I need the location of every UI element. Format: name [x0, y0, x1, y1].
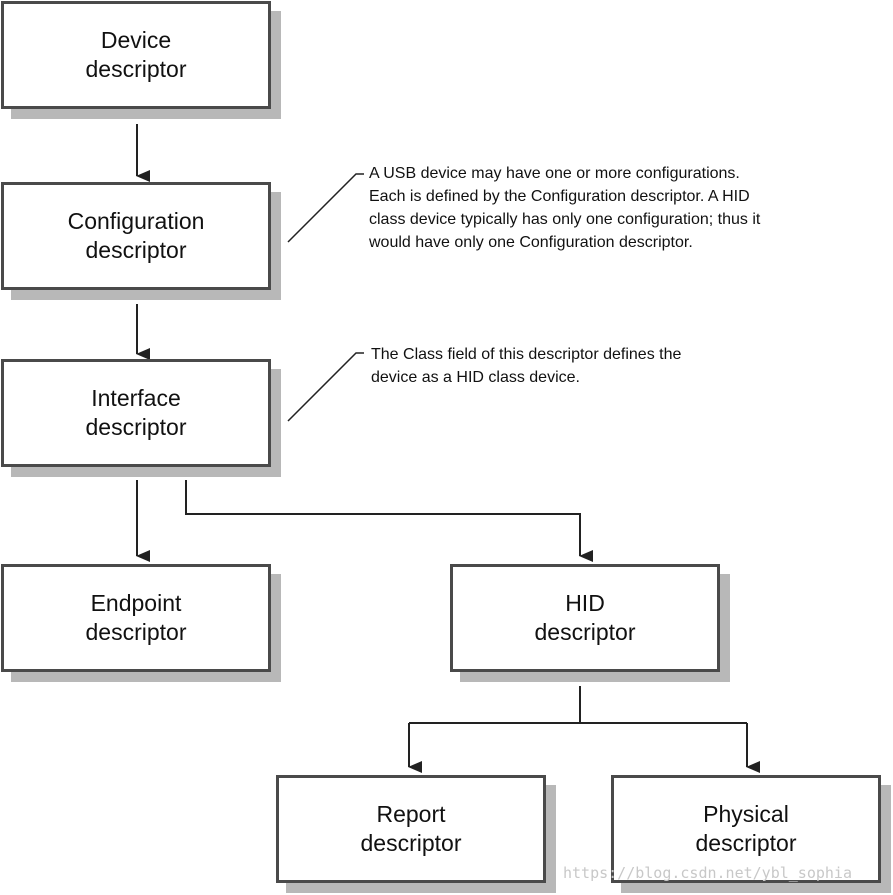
node-label-line2: descriptor — [85, 56, 187, 82]
hid-descriptor-node: HID descriptor — [450, 564, 720, 672]
node-label-line2: descriptor — [360, 830, 462, 856]
interface-note: The Class field of this descriptor defin… — [371, 343, 681, 389]
configuration-note: A USB device may have one or more config… — [369, 162, 760, 254]
note-line: The Class field of this descriptor defin… — [371, 346, 682, 363]
watermark-text: https://blog.csdn.net/ybl_sophia — [563, 864, 852, 882]
note-line: Each is defined by the Configuration des… — [369, 188, 750, 205]
node-label-line2: descriptor — [85, 414, 187, 440]
node-label-line2: descriptor — [85, 237, 187, 263]
node-label-line1: HID — [565, 590, 605, 616]
node-label-line1: Report — [376, 801, 446, 827]
node-label-line1: Endpoint — [90, 590, 182, 616]
note-line: would have only one Configuration descri… — [369, 234, 693, 251]
report-descriptor-node: Report descriptor — [276, 775, 546, 883]
node-label-line2: descriptor — [85, 619, 187, 645]
device-descriptor-node: Device descriptor — [1, 1, 271, 109]
node-label-line2: descriptor — [695, 830, 797, 856]
node-label-line2: descriptor — [534, 619, 636, 645]
node-label-line1: Interface — [91, 385, 181, 411]
configuration-descriptor-node: Configuration descriptor — [1, 182, 271, 290]
callout-leader-interface — [287, 352, 364, 422]
interface-descriptor-node: Interface descriptor — [1, 359, 271, 467]
arrow-interface-to-hid — [185, 480, 593, 562]
note-line: class device typically has only one conf… — [369, 211, 761, 228]
note-line: device as a HID class device. — [371, 369, 580, 386]
physical-descriptor-node: Physical descriptor — [611, 775, 881, 883]
node-label-line1: Configuration — [67, 208, 205, 234]
endpoint-descriptor-node: Endpoint descriptor — [1, 564, 271, 672]
note-line: A USB device may have one or more config… — [369, 165, 740, 182]
node-label-line1: Physical — [703, 801, 789, 827]
callout-leader-configuration — [287, 173, 364, 243]
node-label-line1: Device — [100, 27, 172, 53]
